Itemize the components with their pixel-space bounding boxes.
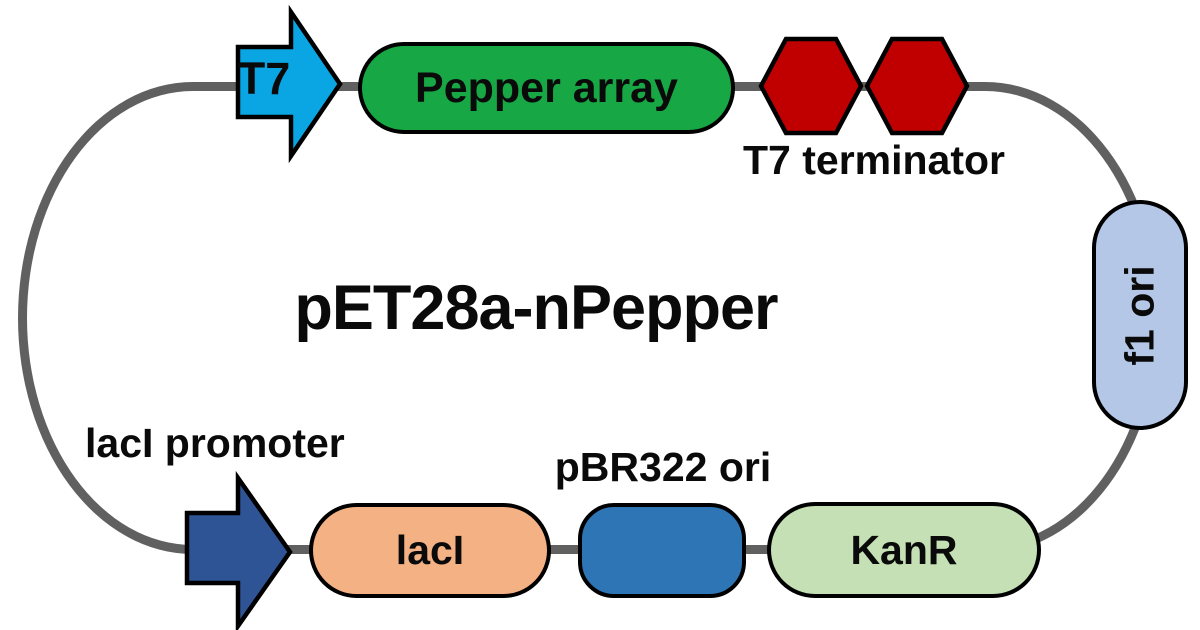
laci-promoter-arrow-shape	[184, 470, 293, 630]
terminator-hexagon-2-shape	[864, 36, 970, 136]
laci-box: lacI	[309, 503, 551, 598]
f1-ori-box: f1 ori	[1092, 200, 1188, 430]
laci-promoter-arrow-icon	[184, 470, 293, 630]
t7-promoter-label: T7	[237, 53, 291, 104]
t7-promoter-arrow-icon	[235, 4, 343, 164]
laci-label: lacI	[395, 527, 465, 573]
terminator-hexagon-1-icon	[758, 36, 864, 136]
terminator-hexagon-1-shape	[758, 36, 864, 136]
pepper-array-label: Pepper array	[415, 63, 678, 112]
kanr-label: KanR	[850, 526, 958, 573]
pepper-array-box: Pepper array	[358, 42, 735, 134]
t7-terminator-label: T7 terminator	[743, 137, 1005, 183]
plasmid-title: pET28a-nPepper	[294, 273, 778, 343]
laci-promoter-label: lacI promoter	[85, 420, 345, 466]
terminator-hexagon-2-icon	[864, 36, 970, 136]
f1-ori-label: f1 ori	[1116, 264, 1163, 366]
pbr322-ori-box	[578, 503, 746, 598]
pbr322-ori-label: pBR322 ori	[554, 444, 772, 490]
kanr-box: KanR	[767, 502, 1041, 598]
t7-promoter-arrow-shape	[235, 4, 343, 164]
